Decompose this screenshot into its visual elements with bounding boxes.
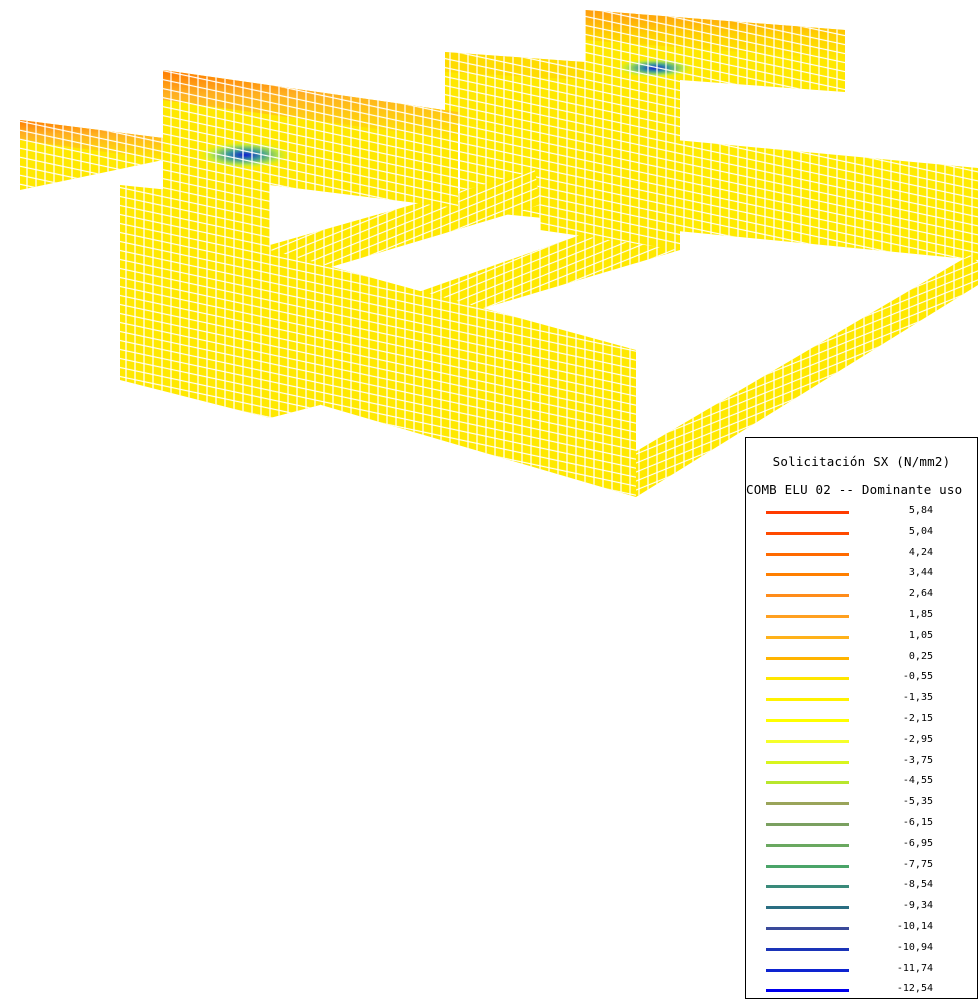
legend-swatch xyxy=(766,739,849,743)
legend-value: 0,25 xyxy=(908,650,933,662)
legend-item: -4,55 xyxy=(746,772,977,792)
legend-value: 2,64 xyxy=(908,588,933,600)
legend-item: -8,54 xyxy=(746,876,977,896)
legend-value: -2,15 xyxy=(902,713,933,724)
legend-item: -1,35 xyxy=(746,689,977,709)
legend-swatch xyxy=(766,802,849,806)
legend-value: -10,94 xyxy=(896,941,933,953)
legend-value: -9,34 xyxy=(902,900,933,912)
legend-swatch xyxy=(766,677,849,681)
legend-item: -11,74 xyxy=(746,960,977,980)
legend-item: 5,04 xyxy=(746,523,977,543)
legend-item: 1,85 xyxy=(746,606,977,626)
left-upper-wall xyxy=(20,70,458,255)
legend-swatch xyxy=(766,927,849,930)
legend-swatch xyxy=(766,989,849,993)
legend-value: -0,55 xyxy=(902,671,933,683)
legend-value: -5,35 xyxy=(902,796,933,808)
front-long-wall xyxy=(270,250,636,497)
legend-value: 5,84 xyxy=(908,505,933,516)
legend-swatch xyxy=(766,823,849,826)
legend-swatch xyxy=(766,843,849,847)
legend-value: -6,95 xyxy=(902,837,933,849)
legend-value: -10,14 xyxy=(896,921,933,932)
legend-item: -12,54 xyxy=(746,980,977,1000)
legend-swatch xyxy=(766,531,849,535)
legend-value: -8,54 xyxy=(902,879,933,891)
legend-item: -2,95 xyxy=(746,731,977,751)
legend-swatch xyxy=(766,968,849,972)
legend-swatch xyxy=(766,656,849,660)
legend-subtitle: COMB ELU 02 -- Dominante uso xyxy=(746,482,963,497)
legend-swatch xyxy=(766,760,849,764)
legend-swatch xyxy=(766,698,849,702)
legend-item: 5,84 xyxy=(746,502,977,522)
legend-swatch xyxy=(766,906,849,910)
legend-swatch xyxy=(766,719,849,722)
legend-item: -7,75 xyxy=(746,856,977,876)
legend-item: -9,34 xyxy=(746,897,977,917)
legend-swatch xyxy=(766,781,849,785)
legend-value: -4,55 xyxy=(902,775,933,787)
legend-value: 1,05 xyxy=(908,629,933,641)
legend-value: -1,35 xyxy=(902,692,933,704)
legend-item: -2,15 xyxy=(746,710,977,730)
legend-item: -10,14 xyxy=(746,918,977,938)
legend-swatch xyxy=(766,864,849,868)
front-right-wall xyxy=(630,255,978,497)
legend-item: -6,15 xyxy=(746,814,977,834)
legend-value: -12,54 xyxy=(896,983,933,995)
legend-item: -0,55 xyxy=(746,668,977,688)
stress-legend: Solicitación SX (N/mm2) COMB ELU 02 -- D… xyxy=(745,437,978,999)
legend-value: -3,75 xyxy=(902,754,933,766)
legend-value: -6,15 xyxy=(902,817,933,828)
legend-title: Solicitación SX (N/mm2) xyxy=(772,454,951,469)
legend-item: -3,75 xyxy=(746,752,977,772)
legend-value: -11,74 xyxy=(896,962,933,974)
legend-value: 1,85 xyxy=(908,609,933,620)
legend-item: 4,24 xyxy=(746,544,977,564)
back-right-upper-wall xyxy=(445,10,845,250)
legend-item: 2,64 xyxy=(746,585,977,605)
legend-value: -7,75 xyxy=(902,858,933,870)
legend-swatch xyxy=(766,615,849,618)
legend-swatch xyxy=(766,947,849,951)
legend-value: 5,04 xyxy=(908,525,933,537)
legend-swatch xyxy=(766,635,849,639)
legend-swatch xyxy=(766,573,849,577)
legend-swatch xyxy=(766,885,849,889)
legend-item: 3,44 xyxy=(746,564,977,584)
legend-value: -2,95 xyxy=(902,733,933,745)
legend-item: 0,25 xyxy=(746,648,977,668)
legend-swatch xyxy=(766,594,849,598)
legend-item: 1,05 xyxy=(746,627,977,647)
legend-value: 3,44 xyxy=(908,567,933,579)
legend-value: 4,24 xyxy=(908,546,933,558)
legend-item: -6,95 xyxy=(746,835,977,855)
middle-wall-1 xyxy=(270,170,540,285)
legend-swatch xyxy=(766,552,849,556)
legend-item: -10,94 xyxy=(746,939,977,959)
legend-swatch xyxy=(766,511,849,514)
legend-item: -5,35 xyxy=(746,793,977,813)
